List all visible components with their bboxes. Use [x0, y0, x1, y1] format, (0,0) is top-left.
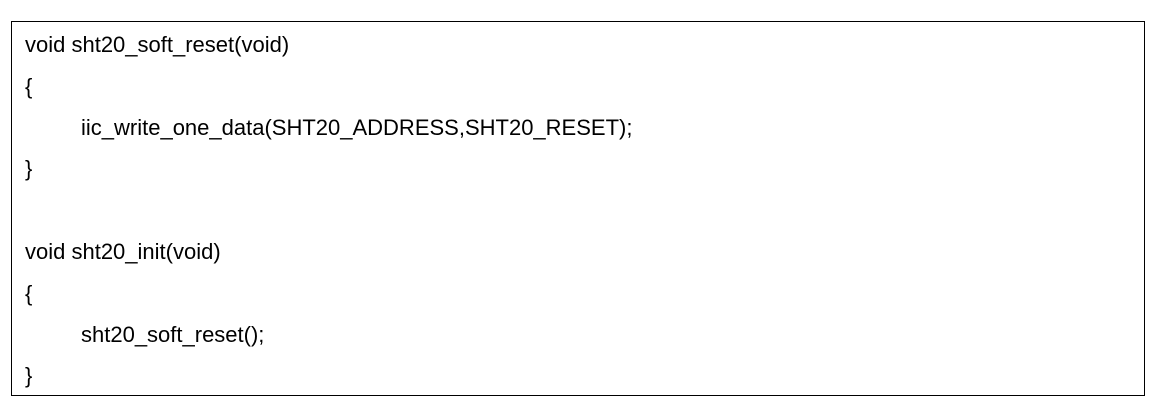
- code-line-function-signature-init: void sht20_init(void): [25, 239, 221, 264]
- code-line-close-brace: }: [25, 363, 33, 388]
- code-line-soft-reset-call: sht20_soft_reset();: [81, 322, 265, 347]
- code-line-function-signature-soft-reset: void sht20_soft_reset(void): [25, 32, 290, 57]
- code-line-iic-write-call: iic_write_one_data(SHT20_ADDRESS,SHT20_R…: [81, 115, 633, 140]
- code-block: void sht20_soft_reset(void) { iic_write_…: [11, 21, 1145, 396]
- code-line-open-brace: {: [25, 281, 33, 306]
- code-line-close-brace: }: [25, 156, 33, 181]
- code-line-open-brace: {: [25, 74, 33, 99]
